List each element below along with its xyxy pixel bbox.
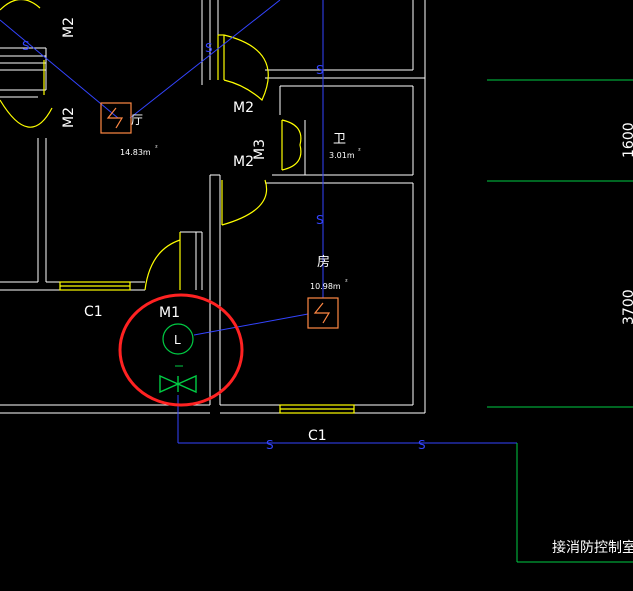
label-room-fang: 房 (317, 254, 330, 270)
area-unit: ² (358, 147, 361, 155)
pipes (0, 0, 517, 444)
label-m2-center: M2 (233, 100, 254, 116)
label-m3: M3 (252, 139, 268, 160)
label-m2-lower: M2 (233, 154, 254, 170)
s-marker: S (205, 41, 213, 55)
s-marker: S (22, 39, 30, 53)
dimension-lines (487, 79, 633, 563)
s-marker: S (316, 213, 324, 227)
highlight-circle (118, 293, 244, 407)
label-c1-left: C1 (84, 304, 103, 320)
dimension-1600: 1600 (621, 122, 633, 158)
detector-letter: L (174, 333, 181, 347)
s-markers: S S S S S S (22, 39, 426, 452)
label-m2-left: M2 (61, 107, 77, 128)
s-marker: S (316, 63, 324, 77)
area-unit: ² (345, 278, 348, 286)
smoke-detector-icon: L (162, 323, 194, 367)
heat-sensor-icon (100, 102, 132, 134)
s-marker: S (418, 438, 426, 452)
label-area-fang: 10.98m (310, 282, 341, 291)
area-unit: ² (155, 144, 158, 152)
label-room-wei: 卫 (333, 132, 346, 147)
heat-sensor-icon (307, 297, 339, 329)
label-fire-control-room: 接消防控制室 (552, 539, 633, 556)
room-labels: M2 M2 M2 M2 M3 M1 C1 C1 卫 房 厅 14.83m ² 3… (61, 17, 633, 556)
dimension-3700: 3700 (621, 289, 633, 325)
label-area-left: 14.83m (120, 148, 151, 157)
label-area-wei: 3.01m (329, 151, 355, 160)
valve-icon (159, 374, 197, 394)
label-room-ting: 厅 (131, 113, 143, 127)
label-m1: M1 (159, 305, 180, 321)
doors-windows (0, 0, 355, 414)
label-c1-bottom: C1 (308, 428, 327, 444)
label-m2-top: M2 (61, 17, 77, 38)
s-marker: S (266, 438, 274, 452)
